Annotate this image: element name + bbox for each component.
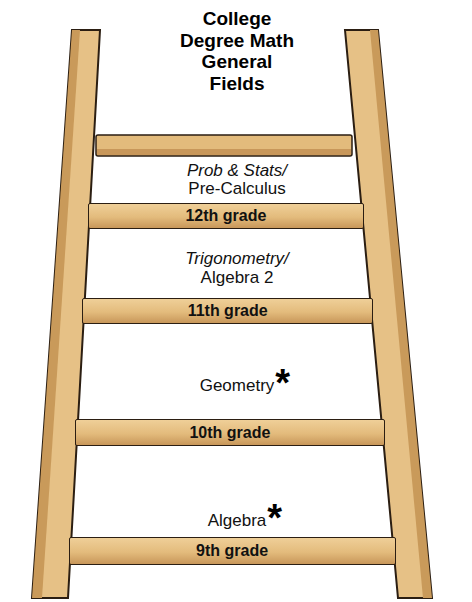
ladder-title: College Degree Math General Fields bbox=[173, 8, 301, 94]
subject-label: Trigonometry/ bbox=[185, 249, 289, 268]
rail-shade bbox=[370, 30, 432, 598]
grade-rung: 11th grade bbox=[82, 298, 373, 324]
rung-shade bbox=[97, 149, 351, 155]
grade-label: 10th grade bbox=[189, 424, 270, 442]
grade-label: 12th grade bbox=[185, 207, 266, 225]
grade-label: 9th grade bbox=[196, 542, 268, 560]
asterisk-mark: * bbox=[267, 499, 282, 537]
subject-label: Prob & Stats/ bbox=[187, 161, 287, 180]
asterisk-mark: * bbox=[275, 364, 290, 402]
subject-label: Algebra 2 bbox=[201, 268, 274, 287]
grade-rung: 9th grade bbox=[69, 537, 396, 565]
grade-label: 11th grade bbox=[188, 302, 268, 320]
subject-label: Geometry bbox=[200, 376, 275, 395]
subject-label: Algebra bbox=[208, 511, 267, 530]
subject-label: Pre-Calculus bbox=[188, 179, 285, 198]
ladder-rung bbox=[96, 135, 352, 156]
rail-shade bbox=[32, 30, 80, 598]
grade-rung: 10th grade bbox=[75, 419, 384, 446]
grade-rung: 12th grade bbox=[88, 203, 365, 229]
